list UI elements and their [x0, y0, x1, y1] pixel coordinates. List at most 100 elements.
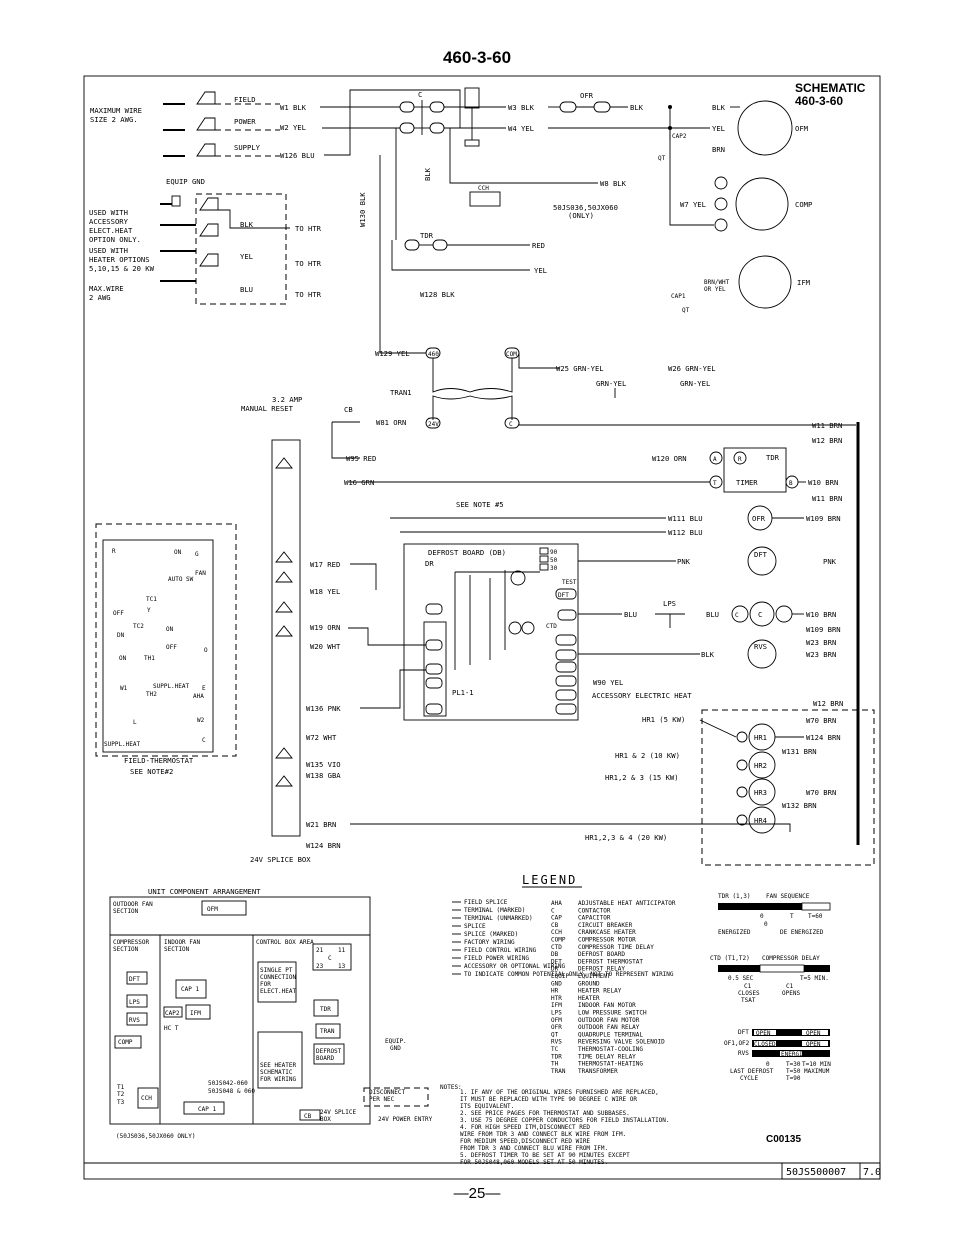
- cb-note-2: MANUAL RESET: [241, 404, 294, 413]
- note-line: FROM TDR 3 AND CONNECT BLU WIRE FROM IFM…: [460, 1145, 608, 1152]
- note-line: 3. USE 75 DEGREE COPPER CONDUCTORS FOR F…: [460, 1117, 670, 1124]
- wire-yel-ofm: YEL: [712, 124, 725, 133]
- ctd-c2: C1: [786, 983, 794, 990]
- legend-abbrev-meaning: CIRCUIT BREAKER: [578, 922, 633, 929]
- hr3: HR3: [754, 788, 767, 797]
- tdr-term-t: T: [713, 480, 717, 487]
- legend-abbrev: EQUIP: [551, 973, 569, 980]
- max-wire2-line2: 2 AWG: [89, 293, 111, 302]
- wire-w131: W131 BRN: [782, 747, 817, 756]
- legend-abbrev: DB: [551, 951, 559, 958]
- legend-abbrev-meaning: DEFROST THERMOSTAT: [578, 958, 643, 965]
- legend-abbrev-meaning: COMPRESSOR MOTOR: [578, 937, 636, 944]
- legend-abbrev-meaning: REVERSING VALVE SOLENOID: [578, 1039, 665, 1046]
- legend-abbrev: OFM: [551, 1017, 562, 1024]
- svg-text:USED WITH: USED WITH: [89, 208, 128, 217]
- legend-symbol-item: SPLICE (MARKED): [464, 931, 518, 938]
- svg-text:TH2: TH2: [146, 691, 157, 698]
- of-row-label: OF1,OF2: [724, 1040, 750, 1047]
- heater-box: [701, 709, 875, 866]
- tdr-t0: 0: [760, 913, 764, 920]
- ofm-motor: [737, 100, 793, 156]
- arr-equip-gnd-2: GND: [390, 1045, 401, 1052]
- qt-label-bottom: QT: [682, 307, 690, 314]
- tran-c: C: [509, 421, 513, 428]
- qt-label-top: QT: [658, 155, 666, 162]
- max-wire-line2: SIZE 2 AWG.: [90, 115, 138, 124]
- wire-w26: W26 GRN-YEL: [668, 364, 716, 373]
- cap1-label: CAP1: [671, 293, 686, 300]
- tdr-g: 0: [764, 921, 768, 928]
- legend-abbrev: HR: [551, 988, 559, 995]
- ctd-t5: T=5 MIN.: [800, 975, 829, 982]
- wire-w95: W95 RED: [346, 454, 376, 463]
- wire-blu-2: BLU: [706, 610, 719, 619]
- ctd-c1: C1: [744, 983, 752, 990]
- tdr-term-b: B: [789, 480, 793, 487]
- to-htr-1: TO HTR: [295, 224, 322, 233]
- svg-text:W2: W2: [197, 717, 205, 724]
- note-line: 5. DEFROST TIMER TO BE SET AT 90 MINUTES…: [460, 1152, 630, 1159]
- svg-text:T1: T1: [117, 1084, 125, 1091]
- wire-w20: W20 WHT: [310, 642, 341, 651]
- arr-term-21: 21: [316, 947, 324, 954]
- svg-text:HC T: HC T: [164, 1025, 179, 1032]
- wire-w132: W132 BRN: [782, 801, 817, 810]
- legend-abbrev-meaning: DEFROST RELAY: [578, 966, 625, 973]
- to-htr-3: TO HTR: [295, 290, 322, 299]
- ofr-coil-label: OFR: [752, 514, 766, 523]
- arr-term-11: 11: [338, 947, 346, 954]
- models-only: (50JS036,50JX060 ONLY): [116, 1133, 195, 1140]
- dft-row-label: DFT: [738, 1029, 749, 1036]
- legend-symbol-item: FIELD POWER WIRING: [464, 955, 529, 962]
- field-thermostat: [102, 539, 214, 753]
- wire-w126: W126 BLU: [280, 151, 315, 160]
- svg-text:AHA: AHA: [193, 693, 204, 700]
- note-line: 2. SEE PRICE PAGES FOR THERMOSTAT AND SU…: [460, 1110, 630, 1117]
- svg-text:CCH: CCH: [141, 1095, 152, 1102]
- legend-abbrev: CCH: [551, 929, 562, 936]
- svg-text:T3: T3: [117, 1099, 125, 1106]
- svg-text:ON: ON: [119, 655, 127, 662]
- pl-label: PL1-1: [452, 688, 474, 697]
- dr-label: DR: [425, 559, 434, 568]
- legend-abbrev: COMP: [551, 937, 566, 944]
- control-box-area: CONTROL BOX AREA: [256, 939, 314, 946]
- legend-abbrev: CTD: [551, 944, 562, 951]
- dft-open-2: OPEN: [806, 1030, 821, 1037]
- wire-w12-top: W12 BRN: [812, 436, 842, 445]
- db-dft: DFT: [558, 592, 569, 599]
- svg-text:USED WITH: USED WITH: [89, 246, 128, 255]
- legend-symbol-item: FIELD SPLICE: [464, 899, 508, 906]
- legend-symbol-item: TERMINAL (UNMARKED): [464, 915, 533, 922]
- tdr-timer: [723, 447, 787, 493]
- equip-gnd-terminal: [171, 195, 181, 207]
- tdr-contact: [404, 239, 448, 251]
- svg-text:ON: ON: [166, 626, 174, 633]
- tdr-timer-label: TIMER: [736, 478, 758, 487]
- legend-abbrev-meaning: HEATER RELAY: [578, 988, 622, 995]
- wire-w112: W112 BLU: [668, 528, 703, 537]
- svg-text:O: O: [204, 647, 208, 654]
- wire-w111: W111 BLU: [668, 514, 703, 523]
- lps-switch: [655, 613, 685, 628]
- htr-wire-yel: YEL: [240, 252, 253, 261]
- legend-abbrev: QT: [551, 1031, 559, 1038]
- wire-w135: W135 VIO: [306, 760, 341, 769]
- svg-text:HEATER OPTIONS: HEATER OPTIONS: [89, 255, 150, 264]
- wire-w18: W18 YEL: [310, 587, 340, 596]
- ctd-label: CTD: [546, 623, 557, 630]
- pin-90: 90: [550, 549, 558, 556]
- svg-text:OFF: OFF: [113, 610, 124, 617]
- arr-defrost-1: DEFROST: [316, 1048, 342, 1055]
- splice-box-label: 24V SPLICE BOX: [250, 855, 311, 864]
- drawing-number-box: [781, 1162, 881, 1180]
- indoor-fan-1: INDOOR FAN: [164, 939, 201, 946]
- cch-note-2: (ONLY): [568, 211, 594, 220]
- svg-text:DN: DN: [117, 632, 125, 639]
- ctd-delay: COMPRESSOR DELAY: [762, 955, 820, 962]
- lps-label: LPS: [663, 599, 676, 608]
- legend-abbrev-meaning: TRANSFORMER: [578, 1068, 618, 1075]
- legend-abbrev: TH: [551, 1061, 559, 1068]
